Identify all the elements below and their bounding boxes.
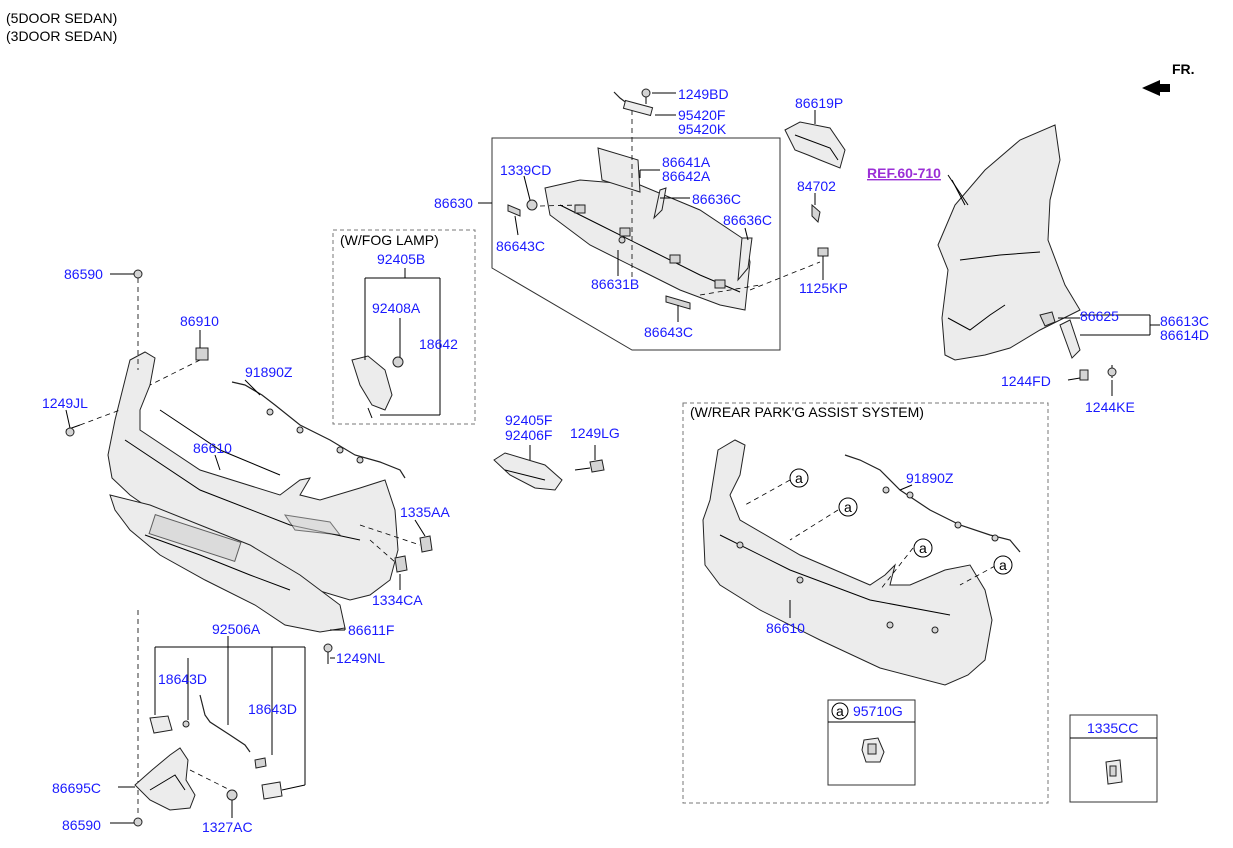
part-86636c-2[interactable]: 86636C [723, 212, 772, 228]
part-86641a[interactable]: 86641A [662, 154, 711, 170]
part-86625[interactable]: 86625 [1080, 308, 1119, 324]
part-92405f[interactable]: 92405F [505, 412, 552, 428]
callout-a-inset: a [836, 703, 844, 719]
part-86611f[interactable]: 86611F [348, 622, 394, 638]
part-86642a[interactable]: 86642A [662, 168, 711, 184]
part-1249bd[interactable]: 1249BD [678, 86, 729, 102]
part-86610-right[interactable]: 86610 [766, 620, 805, 636]
part-91890z-right[interactable]: 91890Z [906, 470, 954, 486]
callout-a-2: a [844, 499, 852, 515]
part-86590-top[interactable]: 86590 [64, 266, 103, 282]
under-cover-86695c [133, 747, 238, 827]
part-86614d[interactable]: 86614D [1160, 327, 1209, 343]
inset-95710g [827, 699, 916, 786]
callout-a-3: a [919, 540, 927, 556]
part-1244fd[interactable]: 1244FD [1001, 373, 1051, 389]
bracket-86619p [784, 121, 846, 224]
part-86695c[interactable]: 86695C [52, 780, 101, 796]
reinforcement-group [491, 110, 821, 351]
license-lamp-assembly [149, 646, 306, 800]
bolt-1125kp [817, 247, 829, 268]
part-18643d-2[interactable]: 18643D [248, 701, 297, 717]
callout-a-1: a [795, 470, 803, 486]
header-line-2: (3DOOR SEDAN) [6, 28, 117, 44]
part-86636c-1[interactable]: 86636C [692, 191, 741, 207]
wire-harness-right [844, 454, 1021, 553]
part-1335cc[interactable]: 1335CC [1087, 720, 1138, 736]
front-indicator-label: FR. [1172, 61, 1195, 77]
part-1125kp[interactable]: 1125KP [799, 280, 848, 296]
clip-95710g-icon [861, 737, 885, 763]
fog-lamp-part [351, 355, 404, 419]
part-86643c-1[interactable]: 86643C [496, 238, 545, 254]
wire-harness-left [231, 381, 406, 479]
part-1327ac[interactable]: 1327AC [202, 819, 253, 835]
part-84702[interactable]: 84702 [797, 178, 836, 194]
quarter-panel [937, 124, 1081, 361]
part-95420k[interactable]: 95420K [678, 121, 727, 137]
part-92408a[interactable]: 92408A [372, 300, 421, 316]
part-86619p[interactable]: 86619P [795, 95, 843, 111]
fog-lamp-group-label: (W/FOG LAMP) [340, 232, 439, 248]
part-1334ca[interactable]: 1334CA [372, 592, 423, 608]
part-1249nl[interactable]: 1249NL [336, 650, 385, 666]
part-92406f[interactable]: 92406F [505, 427, 552, 443]
part-1244ke[interactable]: 1244KE [1085, 399, 1135, 415]
part-86631b[interactable]: 86631B [591, 276, 639, 292]
part-1249jl[interactable]: 1249JL [42, 395, 88, 411]
part-86643c-2[interactable]: 86643C [644, 324, 693, 340]
part-86613c[interactable]: 86613C [1160, 313, 1209, 329]
part-92506a[interactable]: 92506A [212, 621, 261, 637]
part-86590-bottom[interactable]: 86590 [62, 817, 101, 833]
header-line-1: (5DOOR SEDAN) [6, 10, 117, 26]
part-91890z-left[interactable]: 91890Z [245, 364, 293, 380]
part-95420f[interactable]: 95420F [678, 107, 725, 123]
part-86910[interactable]: 86910 [180, 313, 219, 329]
retainer-86625 [1039, 311, 1117, 381]
fog-lamp-group-box [332, 229, 476, 425]
front-arrow-icon [1142, 80, 1170, 96]
part-86610-left[interactable]: 86610 [193, 440, 232, 456]
leader-lines [65, 92, 1160, 824]
rear-bumper-cover-right [702, 439, 996, 686]
park-assist-group-label: (W/REAR PARK'G ASSIST SYSTEM) [690, 404, 924, 420]
clip-1335cc-icon [1105, 759, 1123, 785]
part-1339cd[interactable]: 1339CD [500, 162, 551, 178]
callout-a-4: a [999, 557, 1007, 573]
park-assist-group-box [682, 402, 1049, 804]
reflector-92405f [493, 452, 605, 491]
inset-1335cc [1069, 714, 1158, 803]
clips-1335aa-1334ca [359, 524, 433, 573]
part-92405b[interactable]: 92405B [377, 251, 425, 267]
part-18643d-1[interactable]: 18643D [158, 671, 207, 687]
part-86630[interactable]: 86630 [434, 195, 473, 211]
part-1249lg[interactable]: 1249LG [570, 425, 620, 441]
part-95710g[interactable]: 95710G [853, 703, 903, 719]
sensor-bracket-95420 [613, 88, 654, 117]
fasteners-left [65, 269, 333, 815]
reference-link[interactable]: REF.60-710 [867, 165, 941, 181]
part-18642[interactable]: 18642 [419, 336, 458, 352]
part-1335aa[interactable]: 1335AA [400, 504, 450, 520]
rear-bumper-lower-86611f [109, 494, 346, 633]
callout-markers [789, 468, 1013, 575]
